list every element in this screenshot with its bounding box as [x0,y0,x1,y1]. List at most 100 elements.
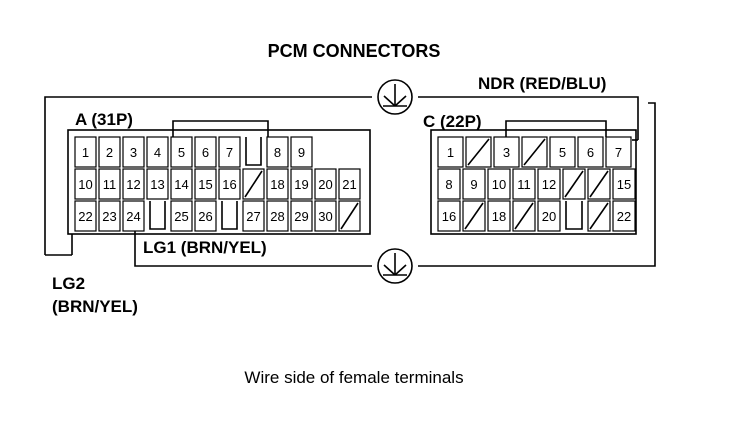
connector-c-empty-cavity [512,200,536,232]
connector-a-terminal: 23 [98,200,121,232]
svg-text:7: 7 [226,145,233,160]
svg-text:11: 11 [103,177,117,192]
connector-a-terminal: 25 [170,200,193,232]
connector-c-terminal: 1 [437,136,464,168]
connector-a-terminal: 28 [266,200,289,232]
connector-c-terminal: 11 [512,168,536,200]
connector-c-terminal: 12 [537,168,561,200]
svg-text:24: 24 [126,209,140,224]
svg-text:2: 2 [106,145,113,160]
connector-a-terminal: 22 [74,200,97,232]
lg2-label: LG2 [52,274,85,293]
svg-text:27: 27 [246,209,260,224]
svg-text:6: 6 [202,145,209,160]
connector-c-key-slot [565,201,583,230]
connector-a-label: A (31P) [75,110,133,129]
connector-c-terminal: 8 [437,168,461,200]
connector-c-empty-cavity [587,200,611,232]
connector-a-terminal: 2 [98,136,121,168]
connector-a-terminal: 24 [122,200,145,232]
page-title: PCM CONNECTORS [268,41,441,61]
connector-a-terminal: 11 [98,168,121,200]
svg-text:29: 29 [294,209,308,224]
svg-text:10: 10 [492,177,506,192]
svg-text:15: 15 [198,177,212,192]
connector-c-terminal: 10 [487,168,511,200]
svg-text:18: 18 [492,209,506,224]
svg-text:9: 9 [298,145,305,160]
connector-a-terminal: 1 [74,136,97,168]
svg-text:16: 16 [442,209,456,224]
connector-a-terminal: 4 [146,136,169,168]
connector-a-terminal: 9 [290,136,313,168]
connector-c-terminal: 3 [493,136,520,168]
connector-a-key-slot [221,201,238,230]
connector-a-terminal: 5 [170,136,193,168]
connector-a-terminal: 27 [242,200,265,232]
svg-text:14: 14 [174,177,188,192]
connector-c-terminal: 15 [612,168,636,200]
connector-c-empty-cavity [521,136,548,168]
svg-text:13: 13 [150,177,164,192]
ground-symbol-icon [377,248,413,284]
ground-symbol-icon [377,79,413,115]
connector-c-terminal: 16 [437,200,461,232]
svg-text:8: 8 [274,145,281,160]
connector-a-terminal: 14 [170,168,193,200]
connector-c-empty-cavity [587,168,611,200]
connector-a-empty-cavity [338,200,361,232]
lg1-label: LG1 (BRN/YEL) [143,238,267,257]
svg-text:23: 23 [102,209,116,224]
connector-a-terminal: 7 [218,136,241,168]
svg-text:15: 15 [617,177,631,192]
wire-lg1-ground [134,102,656,267]
connector-a-key-slot [245,137,262,166]
svg-text:25: 25 [174,209,188,224]
connector-a-terminal: 8 [266,136,289,168]
connector-c-terminal: 7 [605,136,632,168]
svg-text:3: 3 [130,145,137,160]
wire-ndr [44,96,639,255]
connector-c-terminal: 22 [612,200,636,232]
caption: Wire side of female terminals [244,368,463,387]
connector-a-terminal: 6 [194,136,217,168]
connector-a-terminal: 18 [266,168,289,200]
svg-text:3: 3 [503,145,510,160]
svg-text:7: 7 [615,145,622,160]
wire-lg2 [45,234,73,256]
connector-c-terminal: 5 [549,136,576,168]
ndr-label: NDR (RED/BLU) [478,74,606,93]
svg-text:30: 30 [318,209,332,224]
connector-a-terminal: 12 [122,168,145,200]
connector-a-terminal: 26 [194,200,217,232]
svg-text:10: 10 [78,177,92,192]
connector-a-terminal: 20 [314,168,337,200]
svg-text:4: 4 [154,145,161,160]
svg-text:18: 18 [270,177,284,192]
connector-a-key-slot [149,201,166,230]
connector-a-terminal: 29 [290,200,313,232]
svg-text:6: 6 [587,145,594,160]
svg-text:1: 1 [447,145,454,160]
svg-text:8: 8 [445,177,452,192]
connector-c-label: C (22P) [423,112,482,131]
svg-text:28: 28 [270,209,284,224]
connector-a-terminal: 3 [122,136,145,168]
connector-c-terminal: 18 [487,200,511,232]
lg2-wire-color-label: (BRN/YEL) [52,297,138,316]
svg-text:5: 5 [178,145,185,160]
svg-text:22: 22 [78,209,92,224]
connector-c-terminal: 9 [462,168,486,200]
svg-text:9: 9 [470,177,477,192]
connector-a-terminal: 21 [338,168,361,200]
svg-text:21: 21 [342,177,356,192]
connector-a-terminal: 15 [194,168,217,200]
svg-text:20: 20 [542,209,556,224]
connector-a-terminal: 13 [146,168,169,200]
svg-text:20: 20 [318,177,332,192]
